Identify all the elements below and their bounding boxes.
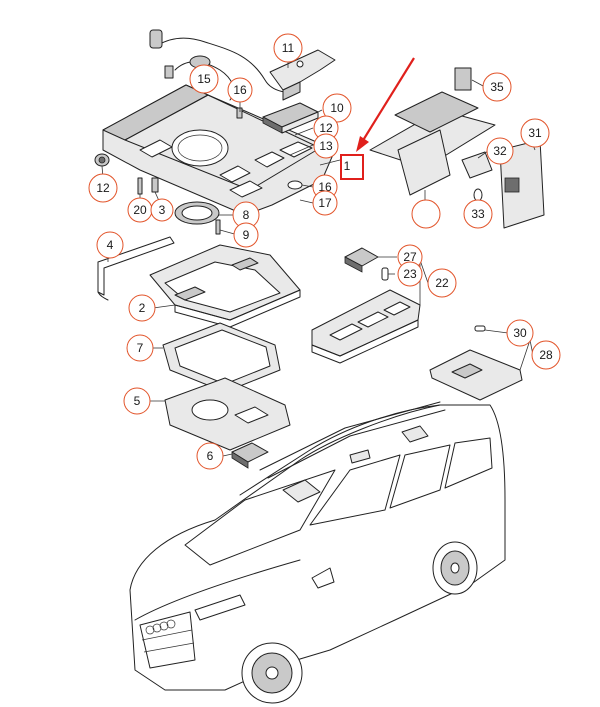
callout-13-label: 13 — [319, 139, 333, 153]
callout-16-top-label: 16 — [233, 83, 247, 97]
callout-17: 20 — [127, 197, 153, 223]
highlight-arrowhead — [356, 136, 369, 152]
callout-4-label: 4 — [107, 238, 114, 252]
callout-14-label: 15 — [197, 72, 211, 86]
callout-17-label: 20 — [133, 203, 147, 217]
lamp-part-27 — [429, 325, 523, 401]
callout-20: 22 — [427, 268, 457, 298]
callout-16-bottom-label: 17 — [318, 196, 332, 210]
callout-33-label: 35 — [490, 80, 504, 94]
callout-11: 11 — [273, 33, 303, 63]
highlight-box — [340, 154, 364, 180]
callout-8: 8 — [232, 201, 260, 229]
callout-31: 32 — [486, 137, 514, 165]
callout-22: 23 — [397, 261, 423, 287]
callout-6: 6 — [196, 442, 224, 470]
callout-16-bottom: 17 — [312, 190, 338, 216]
highlight-marker — [340, 57, 415, 180]
callout-23-label: 27 — [403, 250, 417, 264]
callout-28: 30 — [506, 319, 534, 347]
ring-part-8 — [174, 201, 221, 235]
callout-9-label: 9 — [243, 228, 250, 242]
vehicle-outline — [129, 401, 506, 704]
callout-32-label: 33 — [471, 207, 485, 221]
headliner-frame-assembly — [94, 29, 336, 216]
callout-31-label: 32 — [493, 144, 507, 158]
sun-visor-assembly — [369, 67, 545, 229]
highlight-arrow — [361, 57, 415, 143]
lamp-part-10 — [262, 102, 319, 134]
callout-8-label: 8 — [243, 208, 250, 222]
callout-1-label: 1 — [344, 159, 351, 173]
bracket-part-11 — [269, 49, 336, 101]
callout-5-label: 5 — [134, 394, 141, 408]
frame-part-7 — [162, 322, 281, 393]
callout-3-label: 3 — [159, 203, 166, 217]
callout-35 — [411, 199, 441, 229]
callout-30: 31 — [520, 118, 550, 148]
callout-3: 3 — [150, 198, 174, 222]
callout-16-top: 16 — [227, 77, 253, 103]
console-part-20 — [311, 247, 421, 364]
bulb-part-15 — [287, 180, 303, 190]
callout-12-left: 12 — [88, 173, 118, 203]
screws-part-17-3 — [137, 177, 159, 195]
lamp-part-6 — [231, 442, 269, 469]
callout-30-label: 31 — [528, 126, 542, 140]
callout-11-label: 11 — [282, 41, 295, 55]
callout-12-right-label: 12 — [319, 121, 333, 135]
callout-14: 15 — [189, 64, 219, 94]
plate-part-5 — [164, 377, 291, 451]
callout-7: 7 — [126, 334, 154, 362]
callout-7-label: 7 — [137, 341, 144, 355]
callout-9: 9 — [233, 222, 259, 248]
callout-1: 1 — [344, 159, 351, 173]
callout-32: 33 — [463, 199, 493, 229]
callout-27: 28 — [531, 340, 561, 370]
callout-12-left-label: 12 — [96, 181, 110, 195]
callout-22-label: 23 — [403, 267, 417, 281]
callout-4: 4 — [96, 231, 124, 259]
callout-28-label: 30 — [513, 326, 527, 340]
callout-20-label: 22 — [435, 276, 449, 290]
trim-strip-part-4 — [97, 236, 175, 301]
callout-10-label: 10 — [330, 101, 344, 115]
callout-6-label: 6 — [207, 449, 214, 463]
callouts: 11 15 16 10 12 13 1 16 17 12 20 3 8 9 4 … — [88, 33, 561, 470]
screw-part-16 — [236, 107, 243, 119]
callout-13: 13 — [313, 133, 339, 159]
callout-33: 35 — [482, 72, 512, 102]
callout-5: 5 — [123, 387, 151, 415]
callout-15-label: 16 — [318, 180, 332, 194]
callout-10: 10 — [322, 93, 352, 123]
callout-2-label: 2 — [139, 301, 146, 315]
headliner-panel-part-2 — [149, 244, 301, 328]
callout-27-label: 28 — [539, 348, 553, 362]
callout-2: 2 — [128, 294, 156, 322]
